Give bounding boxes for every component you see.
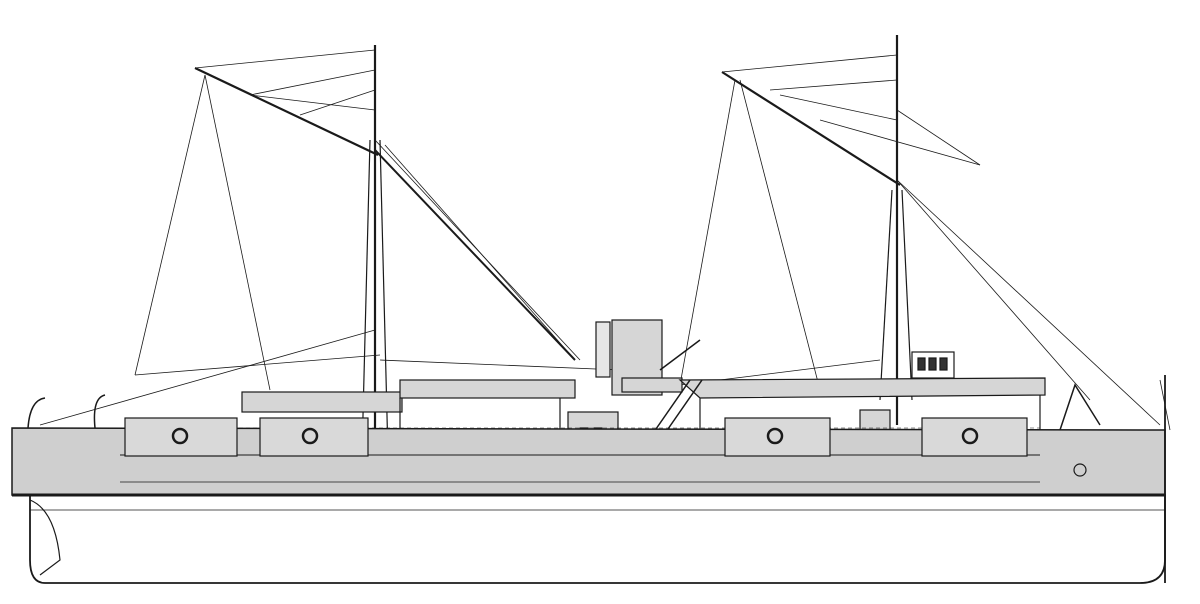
main-mast bbox=[721, 35, 913, 425]
hull bbox=[11, 375, 1166, 584]
stern-davits bbox=[27, 383, 1101, 431]
lifebuoy-icons bbox=[171, 427, 979, 445]
boats bbox=[124, 417, 1028, 457]
rigging bbox=[39, 49, 1171, 431]
